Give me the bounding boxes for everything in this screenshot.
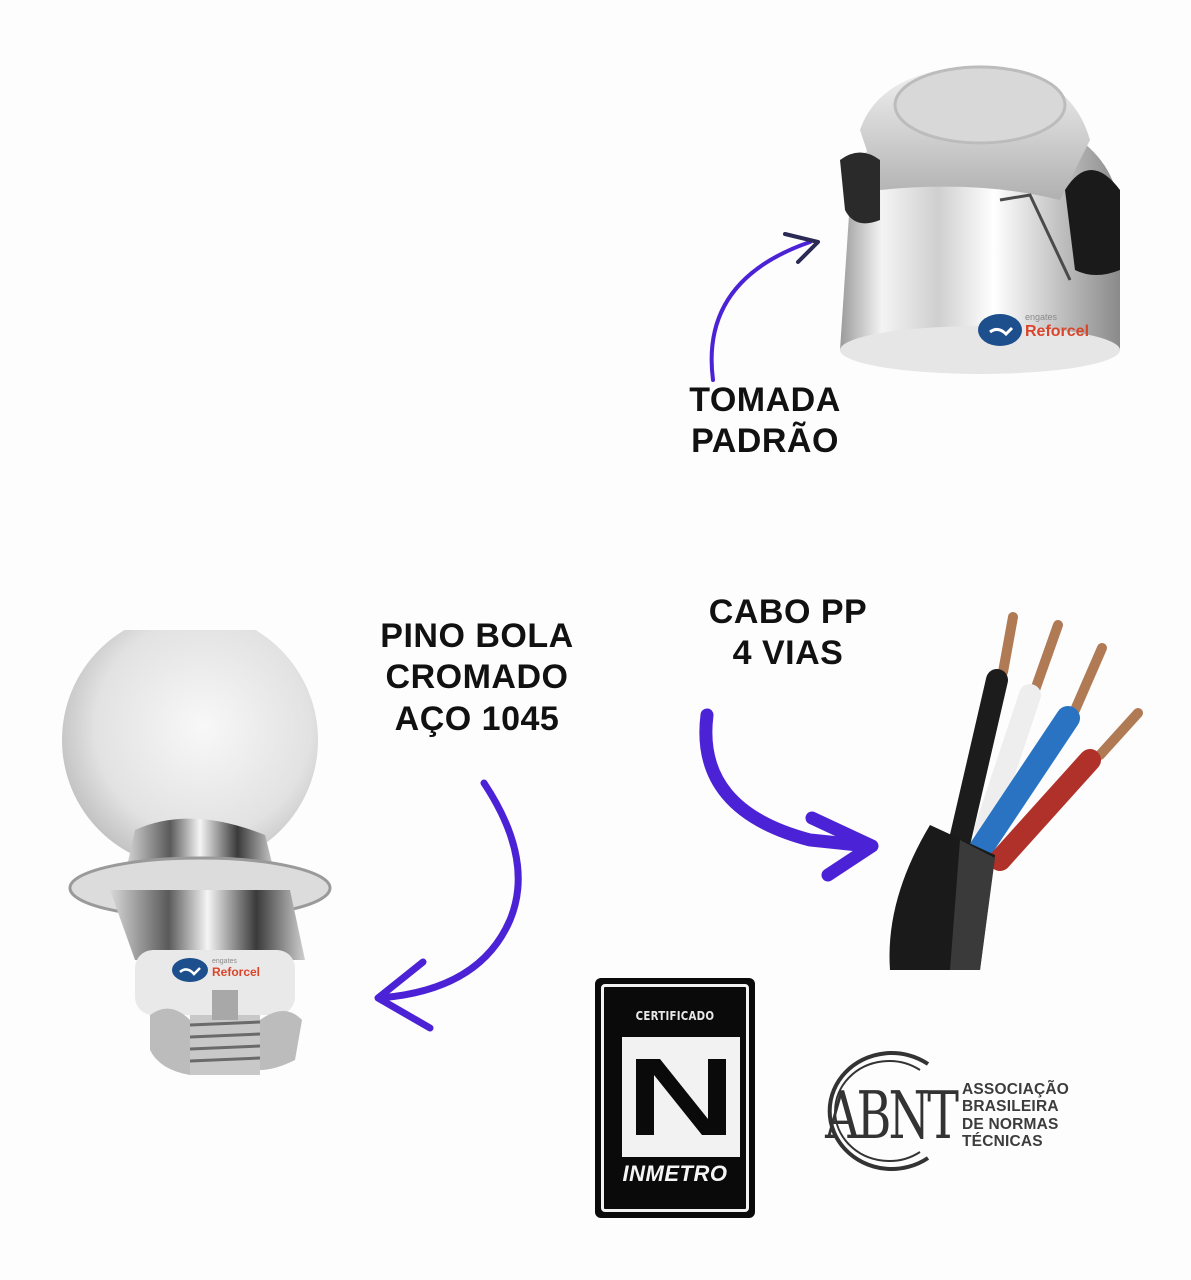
abnt-line: DE NORMAS bbox=[962, 1115, 1059, 1133]
reforcel-logo bbox=[172, 958, 208, 982]
abnt-monogram: ABNT bbox=[824, 1077, 958, 1154]
label-line: TOMADA bbox=[689, 381, 841, 419]
abnt-line: ASSOCIAÇÃO bbox=[962, 1081, 1070, 1098]
inmetro-n-icon bbox=[622, 1037, 740, 1157]
abnt-logo-icon: ABNT bbox=[824, 1051, 960, 1171]
arrow-to-ballpin-icon bbox=[374, 779, 522, 1032]
label-cabo-pp: CABO PP 4 VIAS bbox=[688, 592, 888, 675]
brand-small-text: engates bbox=[1025, 312, 1058, 322]
svg-text:Reforcel: Reforcel bbox=[212, 965, 260, 979]
svg-text:engates: engates bbox=[212, 958, 237, 965]
label-tomada-padrao: TOMADA PADRÃO bbox=[660, 380, 870, 463]
abnt-full-name: ASSOCIAÇÃO BRASILEIRA DE NORMAS TÉCNICAS bbox=[962, 1081, 1112, 1150]
reforcel-logo bbox=[978, 314, 1022, 346]
label-line: CABO PP bbox=[708, 593, 868, 631]
label-line: 4 VIAS bbox=[732, 634, 844, 673]
abnt-line: BRASILEIRA bbox=[962, 1098, 1059, 1116]
socket-product-image: engates Reforcel bbox=[820, 50, 1140, 390]
label-line: PINO BOLA bbox=[380, 617, 574, 655]
brand-name-text: Reforcel bbox=[1025, 323, 1089, 340]
abnt-line: TÉCNICAS bbox=[962, 1133, 1043, 1151]
label-pino-bola: PINO BOLA CROMADO AÇO 1045 bbox=[352, 616, 602, 740]
inmetro-certification-badge: CERTIFICADO INMETRO bbox=[595, 978, 755, 1218]
ball-pin-product-image: engates Reforcel bbox=[40, 612, 340, 1080]
inmetro-certificado-text: CERTIFICADO bbox=[635, 1009, 715, 1023]
label-line: PADRÃO bbox=[691, 422, 839, 461]
cable-product-image bbox=[870, 600, 1150, 970]
inmetro-word-text: INMETRO bbox=[622, 1161, 728, 1186]
label-line: CROMADO bbox=[385, 658, 569, 697]
label-line: AÇO 1045 bbox=[394, 699, 560, 738]
arrow-to-socket-icon bbox=[709, 232, 820, 382]
arrow-to-cable-icon bbox=[699, 708, 879, 882]
